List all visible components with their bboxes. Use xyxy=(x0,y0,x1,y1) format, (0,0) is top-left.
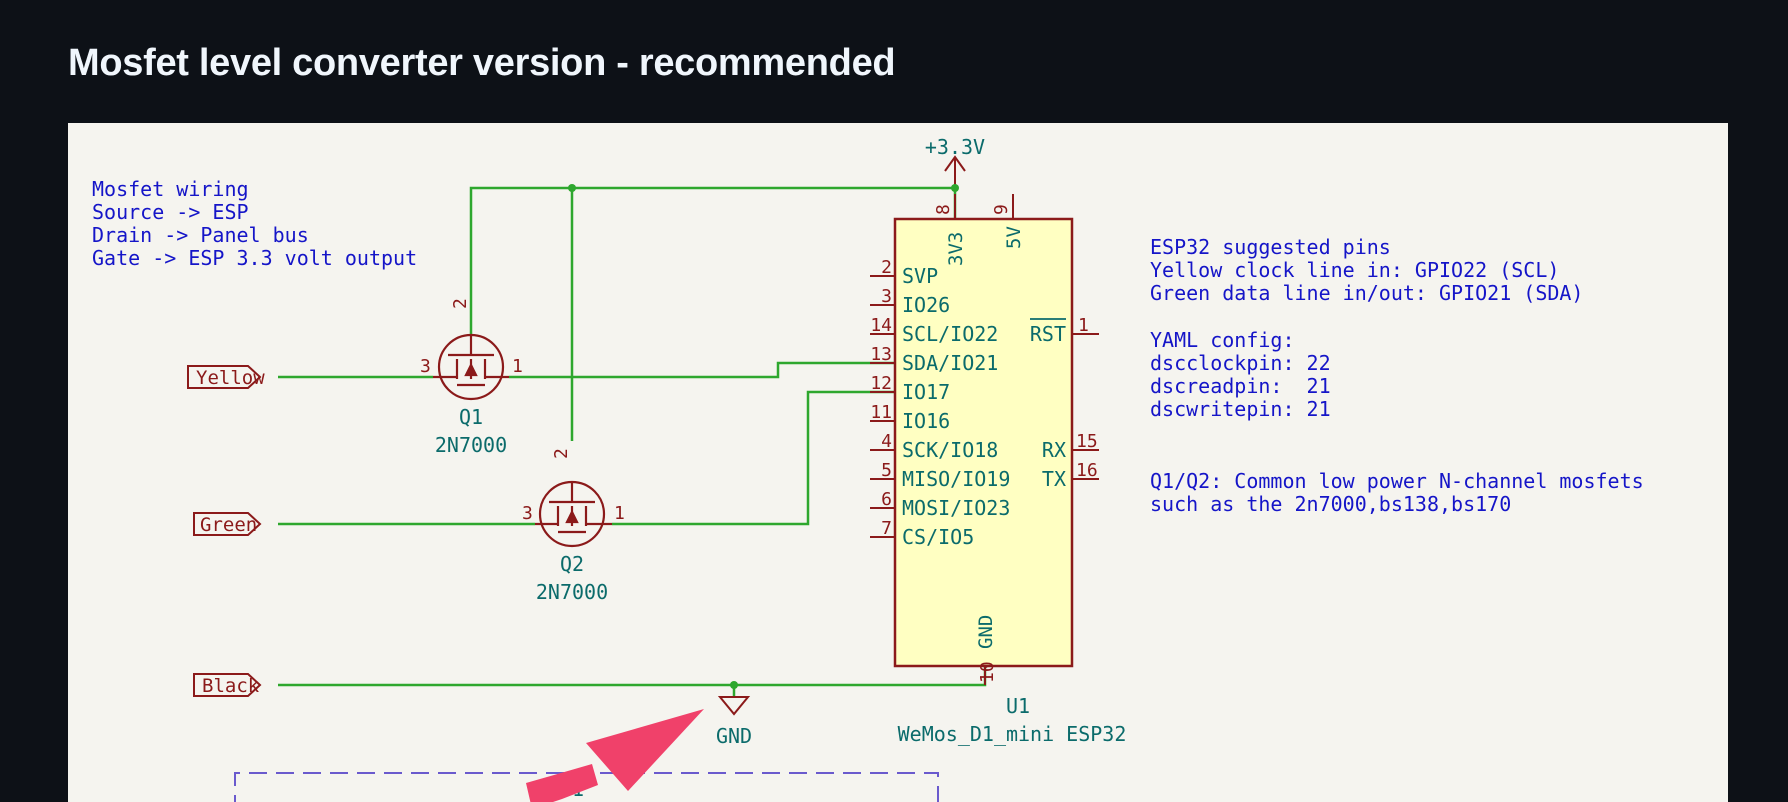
u1-pin-name: 5V xyxy=(1003,226,1025,249)
net-label-yellow: Yellow xyxy=(187,365,265,389)
u1-pin-name: 3V3 xyxy=(945,232,967,266)
u1-pin-name: CS/IO5 xyxy=(902,525,974,549)
u1-ref: U1 xyxy=(1006,694,1030,718)
u1-pin-number: 3 xyxy=(881,286,892,307)
net-label-black-text: Black xyxy=(202,675,260,697)
u1-pin-number: 7 xyxy=(881,518,892,539)
u1-module-body xyxy=(893,217,1074,668)
u1-pin-name: SCL/IO22 xyxy=(902,322,998,346)
u1-pin-number: 13 xyxy=(870,344,892,365)
net-label-yellow-text: Yellow xyxy=(196,367,265,389)
note-line: ESP32 suggested pins xyxy=(1150,235,1391,259)
note-line: Source -> ESP xyxy=(92,200,249,224)
note-line: Gate -> ESP 3.3 volt output xyxy=(92,246,417,270)
q2-pin-source: 3 xyxy=(522,503,533,524)
gnd-symbol xyxy=(717,696,751,716)
mosfet-wiring-notes: Mosfet wiring Source -> ESP Drain -> Pan… xyxy=(92,177,417,270)
note-line: Green data line in/out: GPIO21 (SDA) xyxy=(1150,281,1583,305)
u1-value: WeMos_D1_mini ESP32 xyxy=(898,722,1127,746)
u1-pin-name: SDA/IO21 xyxy=(902,351,998,375)
u1-pin-number: 5 xyxy=(881,460,892,481)
note-line: dscreadpin: 21 xyxy=(1150,374,1331,398)
u1-pin-name: GND xyxy=(975,615,997,649)
u1-pin-name: SCK/IO18 xyxy=(902,438,998,462)
note-line: Q1/Q2: Common low power N-channel mosfet… xyxy=(1150,469,1644,493)
note-line: dscwritepin: 21 xyxy=(1150,397,1331,421)
u1-pin-name: SVP xyxy=(902,264,938,288)
u1-pin-name: IO16 xyxy=(902,409,950,433)
net-label-black: Black xyxy=(193,673,262,697)
u1-pin-number: 14 xyxy=(870,315,892,336)
note-line: Mosfet wiring xyxy=(92,177,249,201)
q2-value: 2N7000 xyxy=(536,580,608,604)
note-line: Yellow clock line in: GPIO22 (SCL) xyxy=(1150,258,1559,282)
power-3v3-label: +3.3V xyxy=(925,135,985,159)
q2-pin-gate: 2 xyxy=(551,448,572,459)
u1-pin-number: 4 xyxy=(881,431,892,452)
q1-pin-drain: 1 xyxy=(512,356,523,377)
q1-ref: Q1 xyxy=(459,405,483,429)
gnd-label: GND xyxy=(716,724,752,748)
u1-pin-number: 10 xyxy=(977,661,998,683)
power-3v3-symbol xyxy=(944,155,966,188)
mosfet-q2-symbol xyxy=(535,480,612,548)
u1-pin-number: 11 xyxy=(870,402,892,423)
u1-pin-name: MOSI/IO23 xyxy=(902,496,1010,520)
schematic-image: Mosfet wiring Source -> ESP Drain -> Pan… xyxy=(68,123,1728,802)
u1-pin-number: 6 xyxy=(881,489,892,510)
u1-pin-name: RST xyxy=(1030,322,1066,346)
note-line: YAML config: xyxy=(1150,328,1295,352)
annotation-arrow-icon xyxy=(526,709,704,802)
u1-pin-number: 12 xyxy=(870,373,892,394)
u1-pin-number: 16 xyxy=(1076,460,1098,481)
u1-pin-name: RX xyxy=(1042,438,1066,462)
junctions xyxy=(568,184,959,689)
u1-pin-number: 1 xyxy=(1078,315,1089,336)
u1-pin-number: 2 xyxy=(881,257,892,278)
q1-pin-gate: 2 xyxy=(450,298,471,309)
esp32-notes: ESP32 suggested pins Yellow clock line i… xyxy=(1150,235,1644,516)
note-line: dscclockpin: 22 xyxy=(1150,351,1331,375)
u1-pin-number: 15 xyxy=(1076,431,1098,452)
q2-pin-drain: 1 xyxy=(614,503,625,524)
u1-pin-name: MISO/IO19 xyxy=(902,467,1010,491)
note-line: Drain -> Panel bus xyxy=(92,223,309,247)
net-label-green: Green xyxy=(193,512,262,536)
q1-value: 2N7000 xyxy=(435,433,507,457)
note-line: such as the 2n7000,bs138,bs170 xyxy=(1150,492,1511,516)
u1-pin-name: IO26 xyxy=(902,293,950,317)
u1-pin-number: 8 xyxy=(933,204,954,215)
q2-ref: Q2 xyxy=(560,552,584,576)
u1-pin-name: IO17 xyxy=(902,380,950,404)
u1-pin-name: TX xyxy=(1042,467,1066,491)
page-title: Mosfet level converter version - recomme… xyxy=(68,42,896,84)
q1-pin-source: 3 xyxy=(420,356,431,377)
net-label-green-text: Green xyxy=(200,514,257,536)
mosfet-q1-symbol xyxy=(433,333,509,401)
u1-pin-number: 9 xyxy=(991,204,1012,215)
